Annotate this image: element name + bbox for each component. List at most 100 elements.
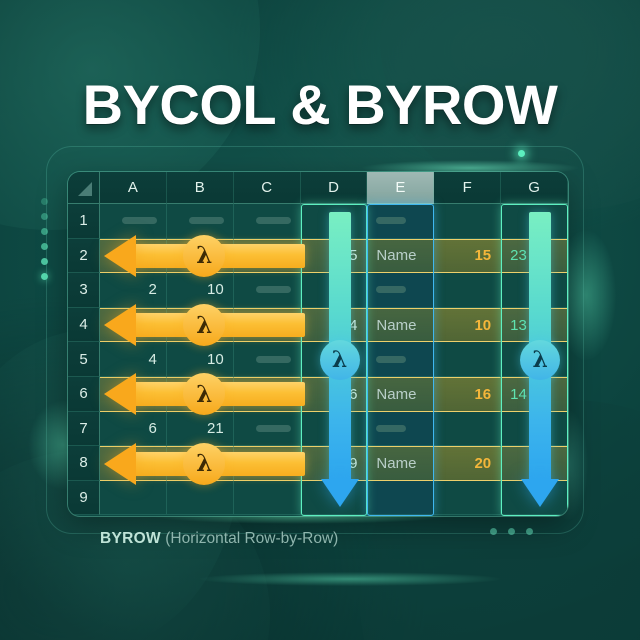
column-header-d[interactable]: D (300, 172, 368, 204)
cell-E6[interactable]: Name (367, 376, 435, 412)
column-header-g[interactable]: G (501, 172, 568, 204)
cell-D6[interactable]: 6 (300, 376, 368, 412)
column-header-e[interactable]: E (367, 172, 435, 204)
left-dot-6 (41, 273, 48, 280)
bottom-dot-2 (508, 528, 515, 535)
column-header-f[interactable]: F (434, 172, 502, 204)
bottom-dot-3 (526, 528, 533, 535)
cell-D8[interactable]: 9 (300, 446, 368, 481)
corner-triangle (78, 182, 92, 196)
glow-streak-bottom-lower (200, 572, 500, 586)
placeholder-bar (256, 355, 291, 363)
cell-C2[interactable] (233, 238, 301, 274)
column-header-b[interactable]: B (166, 172, 234, 204)
cell-B1[interactable] (166, 204, 234, 239)
cell-D3[interactable] (300, 273, 368, 308)
cell-C3[interactable] (233, 273, 301, 308)
page-title: BYCOL & BYROW (82, 73, 558, 136)
row-header-6[interactable]: 6 (68, 376, 100, 412)
cell-A8[interactable] (100, 446, 167, 481)
cell-F6[interactable]: 16 (434, 376, 502, 412)
cell-C6[interactable] (233, 376, 301, 412)
cell-A9[interactable] (100, 480, 167, 516)
cell-A3[interactable]: 2 (100, 273, 167, 308)
cell-B8[interactable] (166, 446, 234, 481)
cell-A1[interactable] (100, 204, 167, 239)
cell-A4[interactable] (100, 307, 167, 343)
row-header-5[interactable]: 5 (68, 342, 100, 377)
row-header-1[interactable]: 1 (68, 204, 100, 239)
cell-C7[interactable] (233, 411, 301, 447)
cell-F5[interactable] (434, 342, 502, 377)
cell-G2[interactable]: 23 (501, 238, 568, 274)
placeholder-bar (122, 217, 157, 225)
cell-E3[interactable] (367, 273, 435, 308)
cell-E8[interactable]: Name (367, 446, 435, 481)
row-header-4[interactable]: 4 (68, 307, 100, 343)
row-header-7[interactable]: 7 (68, 411, 100, 447)
left-dot-stack (41, 198, 48, 280)
cell-G6[interactable]: 14 (501, 376, 568, 412)
left-dot-4 (41, 243, 48, 250)
cell-D5[interactable] (300, 342, 368, 377)
row-header-3[interactable]: 3 (68, 273, 100, 308)
cell-D1[interactable] (300, 204, 368, 239)
cell-D2[interactable]: 5 (300, 238, 368, 274)
cell-A2[interactable] (100, 238, 167, 274)
select-all-triangle-icon[interactable] (68, 172, 100, 204)
cell-G7[interactable] (501, 411, 568, 447)
placeholder-bar (256, 286, 291, 294)
left-dot-1 (41, 198, 48, 205)
column-header-a[interactable]: A (100, 172, 167, 204)
cell-F4[interactable]: 10 (434, 307, 502, 343)
cell-A6[interactable] (100, 376, 167, 412)
cell-C4[interactable] (233, 307, 301, 343)
placeholder-bar (376, 286, 407, 294)
cell-E4[interactable]: Name (367, 307, 435, 343)
cell-C5[interactable] (233, 342, 301, 377)
column-header-c[interactable]: C (233, 172, 301, 204)
cell-F3[interactable] (434, 273, 502, 308)
cell-E7[interactable] (367, 411, 435, 447)
cell-B7[interactable]: 21 (166, 411, 234, 447)
cell-C9[interactable] (233, 480, 301, 516)
cell-G5[interactable] (501, 342, 568, 377)
bottom-right-dot-group (490, 528, 533, 535)
cell-E5[interactable] (367, 342, 435, 377)
cell-B6[interactable] (166, 376, 234, 412)
cell-G1[interactable] (501, 204, 568, 239)
cell-F8[interactable]: 20 (434, 446, 502, 481)
cell-D4[interactable]: 4 (300, 307, 368, 343)
cell-D9[interactable] (300, 480, 368, 516)
row-header-2[interactable]: 2 (68, 238, 100, 274)
cell-A5[interactable]: 4 (100, 342, 167, 377)
cell-F9[interactable] (434, 480, 502, 516)
cell-G4[interactable]: 13 (501, 307, 568, 343)
cell-B3[interactable]: 10 (166, 273, 234, 308)
left-dot-5 (41, 258, 48, 265)
cell-G8[interactable] (501, 446, 568, 481)
glow-dot-icon (518, 150, 525, 157)
row-header-8[interactable]: 8 (68, 446, 100, 481)
cell-B4[interactable] (166, 307, 234, 343)
caption-term: BYROW (100, 530, 161, 547)
cell-C8[interactable] (233, 446, 301, 481)
cell-C1[interactable] (233, 204, 301, 239)
placeholder-bar (376, 355, 407, 363)
cell-G3[interactable] (501, 273, 568, 308)
cell-G9[interactable] (501, 480, 568, 516)
cell-B5[interactable]: 10 (166, 342, 234, 377)
cell-E9[interactable] (367, 480, 435, 516)
cell-D7[interactable] (300, 411, 368, 447)
cell-B9[interactable] (166, 480, 234, 516)
row-header-9[interactable]: 9 (68, 480, 100, 516)
cell-B2[interactable] (166, 238, 234, 274)
cell-E2[interactable]: Name (367, 238, 435, 274)
cell-F7[interactable] (434, 411, 502, 447)
cell-A7[interactable]: 6 (100, 411, 167, 447)
cell-F1[interactable] (434, 204, 502, 239)
cell-F2[interactable]: 15 (434, 238, 502, 274)
cell-E1[interactable] (367, 204, 435, 239)
